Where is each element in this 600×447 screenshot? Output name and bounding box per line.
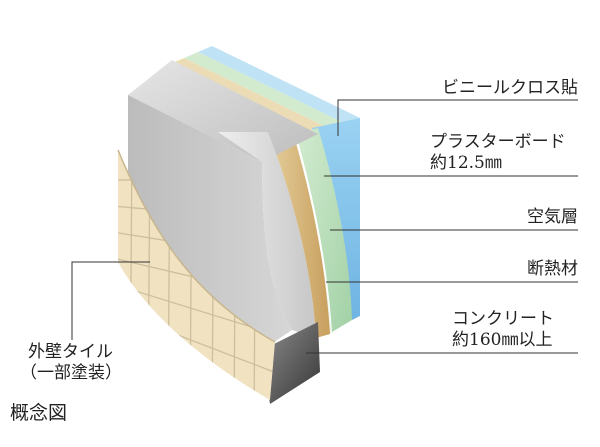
exterior-tile-layer (118, 150, 275, 400)
concrete-top-face (128, 60, 318, 162)
label-exterior-tile: 外壁タイル (28, 342, 113, 362)
label-plaster-board: プラスターボード (430, 132, 566, 152)
leader-lines (71, 99, 578, 354)
label-vinyl-cloth: ビニールクロス貼 (442, 78, 578, 98)
insulation-layer (268, 132, 330, 338)
label-exterior-tile-note: （一部塗装） (20, 363, 122, 383)
concrete-bottom-face (262, 322, 320, 404)
leader-exterior-tile (71, 261, 150, 340)
vinyl-cloth-top-strip (198, 46, 360, 124)
label-air-layer: 空気層 (527, 207, 578, 227)
insulation-top-strip (170, 58, 332, 136)
plaster-board-top-strip (184, 52, 346, 130)
leader-vinyl-cloth (337, 99, 578, 136)
label-plaster-board-thickness: 約12.5㎜ (430, 153, 502, 173)
label-concrete: コンクリート (452, 309, 554, 329)
plaster-board-layer (296, 128, 352, 332)
label-concrete-thickness: 約160㎜以上 (452, 330, 553, 350)
concrete-right-face (218, 132, 316, 338)
concrete-left-face (128, 95, 292, 350)
diagram-caption: 概念図 (10, 402, 68, 424)
exterior-tile-edge (117, 149, 276, 343)
label-insulation: 断熱材 (527, 259, 578, 279)
